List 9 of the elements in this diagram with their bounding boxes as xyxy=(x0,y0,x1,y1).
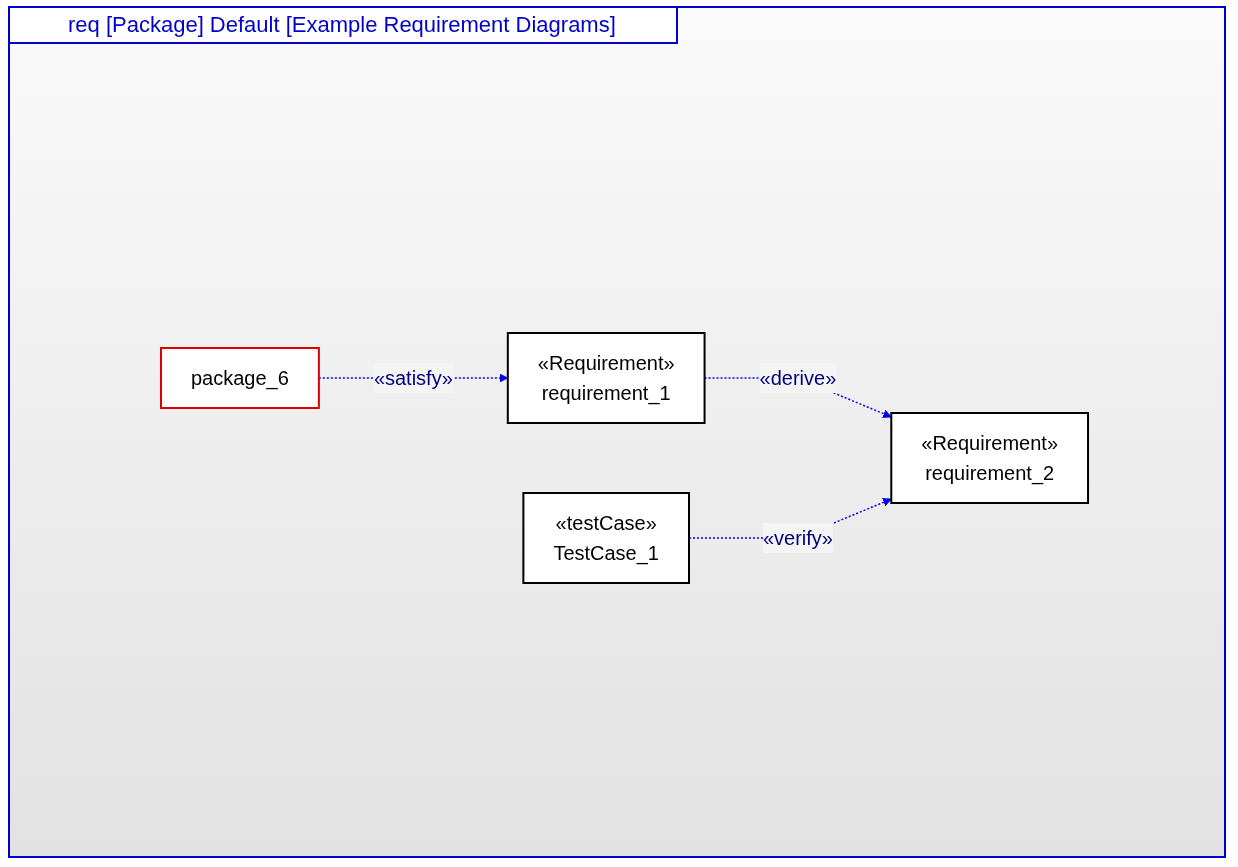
node-box xyxy=(522,492,691,584)
edge-label: «satisfy» xyxy=(374,367,454,389)
edge-label: «verify» xyxy=(763,527,834,549)
frame-title: req [Package] Default [Example Requirement Diagrams] xyxy=(10,8,678,44)
diagram-frame: req [Package] Default [Example Requirement Diagrams] «satisfy» «derive» «verify» package_6 «Requirement» requirement_1 «Requirement» requirement_2 «testCase» TestCase_1 xyxy=(8,6,1226,858)
node-box xyxy=(890,412,1090,504)
node-box xyxy=(507,332,707,424)
edge-label: «derive» xyxy=(760,367,837,389)
node-box xyxy=(160,347,321,409)
